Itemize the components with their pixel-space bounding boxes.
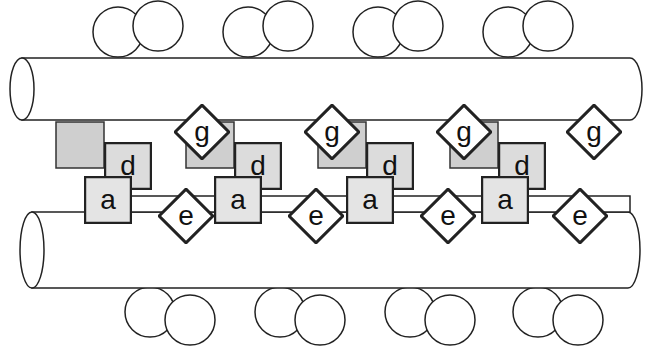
heptad-diamond: g bbox=[566, 104, 622, 160]
position-letter: g bbox=[586, 118, 602, 146]
heptad-diamond: e bbox=[420, 188, 476, 244]
heptad-diamond: e bbox=[288, 188, 344, 244]
heptad-square: a bbox=[214, 176, 262, 224]
position-letter: g bbox=[456, 118, 472, 146]
position-letter: g bbox=[324, 118, 340, 146]
heptad-diamond: e bbox=[158, 188, 214, 244]
heptad-square: a bbox=[481, 176, 529, 224]
position-letter: a bbox=[100, 186, 116, 214]
position-letter: e bbox=[178, 202, 194, 230]
position-letter: e bbox=[572, 202, 588, 230]
heptad-diamond: e bbox=[552, 188, 608, 244]
heptad-square: a bbox=[346, 176, 394, 224]
heptad-square: a bbox=[84, 176, 132, 224]
position-letter: a bbox=[497, 186, 513, 214]
heptad-diamond: g bbox=[304, 104, 360, 160]
position-letter: e bbox=[440, 202, 456, 230]
position-letter: g bbox=[194, 118, 210, 146]
position-letter: e bbox=[308, 202, 324, 230]
heptad-diamond: g bbox=[436, 104, 492, 160]
position-letter: a bbox=[230, 186, 246, 214]
heptad-diamond: g bbox=[174, 104, 230, 160]
position-letter: a bbox=[362, 186, 378, 214]
